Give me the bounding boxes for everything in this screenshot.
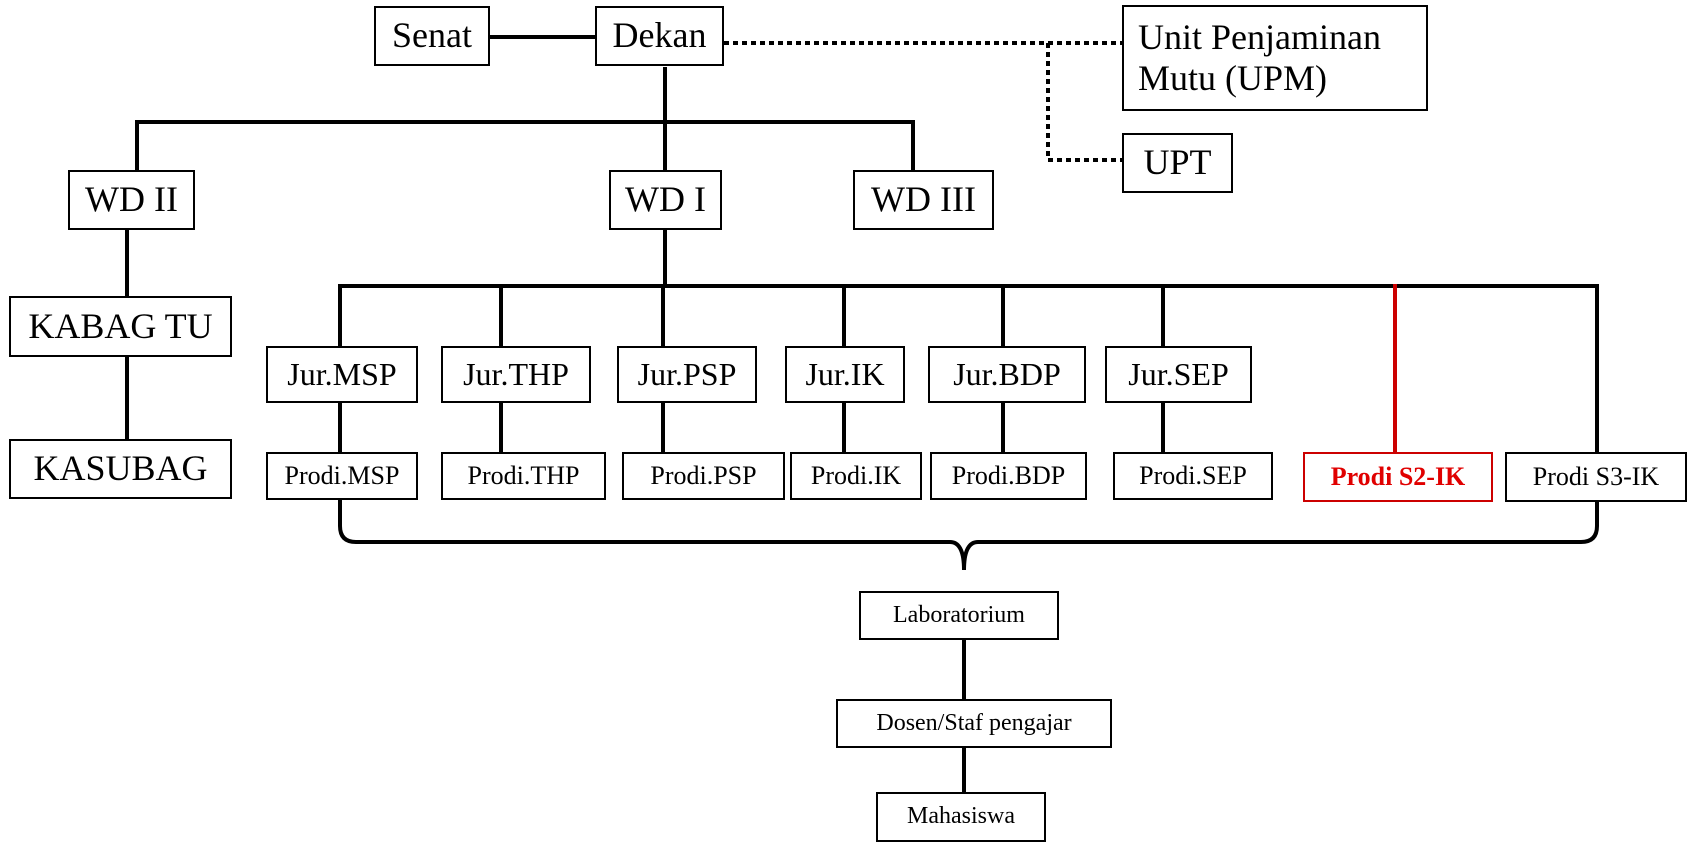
upm-label: Unit Penjaminan Mutu (UPM) <box>1138 16 1381 98</box>
mahasiswa-label: Mahasiswa <box>907 803 1015 830</box>
dosen-label: Dosen/Staf pengajar <box>876 709 1072 736</box>
prodi-box-bdp: Prodi.BDP <box>930 452 1087 500</box>
jurusan-box-thp: Jur.THP <box>441 346 591 403</box>
jurusan-box-bdp: Jur.BDP <box>928 346 1086 403</box>
dekan-label: Dekan <box>612 15 707 56</box>
jurusan-label: Jur.THP <box>463 356 569 393</box>
jurusan-box-psp: Jur.PSP <box>617 346 757 403</box>
upt-box: UPT <box>1122 133 1233 193</box>
jurusan-label: Jur.SEP <box>1128 356 1229 393</box>
prodi-box-psp: Prodi.PSP <box>622 452 785 500</box>
wd3-label: WD III <box>871 179 976 220</box>
dosen-box: Dosen/Staf pengajar <box>836 699 1112 748</box>
prodi-label: Prodi.BDP <box>951 461 1066 491</box>
wd3-box: WD III <box>853 170 994 230</box>
senat-box: Senat <box>374 6 490 66</box>
prodi-box-msp: Prodi.MSP <box>266 452 418 500</box>
mahasiswa-box: Mahasiswa <box>876 792 1046 842</box>
laboratorium-label: Laboratorium <box>893 601 1025 628</box>
wd1-box: WD I <box>609 170 722 230</box>
wd2-box: WD II <box>68 170 195 230</box>
lines-jurusan-prodi <box>338 403 1165 452</box>
jurusan-label: Jur.BDP <box>953 356 1061 393</box>
prodi-box-s3-ik: Prodi S3-IK <box>1505 452 1687 502</box>
wd2-label: WD II <box>85 179 178 220</box>
kabag-tu-label: KABAG TU <box>28 305 213 346</box>
dekan-box: Dekan <box>595 6 724 66</box>
upt-label: UPT <box>1143 142 1212 183</box>
dotted-lines-upm-upt <box>724 41 1122 162</box>
prodi-box-thp: Prodi.THP <box>441 452 606 500</box>
prodi-box-s2-ik: Prodi S2-IK <box>1303 452 1493 502</box>
prodi-box-sep: Prodi.SEP <box>1113 452 1273 500</box>
jurusan-box-msp: Jur.MSP <box>266 346 418 403</box>
jurusan-label: Jur.IK <box>805 356 885 393</box>
kasubag-label: KASUBAG <box>33 448 208 489</box>
prodi-label-highlight: Prodi S2-IK <box>1330 462 1466 492</box>
kabag-tu-box: KABAG TU <box>9 296 232 357</box>
prodi-label: Prodi.PSP <box>650 461 757 491</box>
prodi-label: Prodi.THP <box>467 461 580 491</box>
upm-box: Unit Penjaminan Mutu (UPM) <box>1122 5 1428 111</box>
laboratorium-box: Laboratorium <box>859 591 1059 640</box>
jurusan-label: Jur.PSP <box>637 356 737 393</box>
senat-label: Senat <box>392 15 472 56</box>
prodi-label: Prodi.MSP <box>284 461 400 491</box>
prodi-label: Prodi S3-IK <box>1532 462 1660 492</box>
wd1-label: WD I <box>625 179 706 220</box>
prodi-label: Prodi.IK <box>810 461 902 491</box>
jurusan-box-ik: Jur.IK <box>785 346 905 403</box>
lines-dekan-wd <box>135 67 915 170</box>
jurusan-box-sep: Jur.SEP <box>1105 346 1252 403</box>
brace-prodi <box>338 500 1599 571</box>
lines-wd1-jurusan <box>338 230 1599 452</box>
kasubag-box: KASUBAG <box>9 439 232 499</box>
prodi-label: Prodi.SEP <box>1139 461 1247 491</box>
jurusan-label: Jur.MSP <box>287 356 397 393</box>
prodi-box-ik: Prodi.IK <box>790 452 922 500</box>
